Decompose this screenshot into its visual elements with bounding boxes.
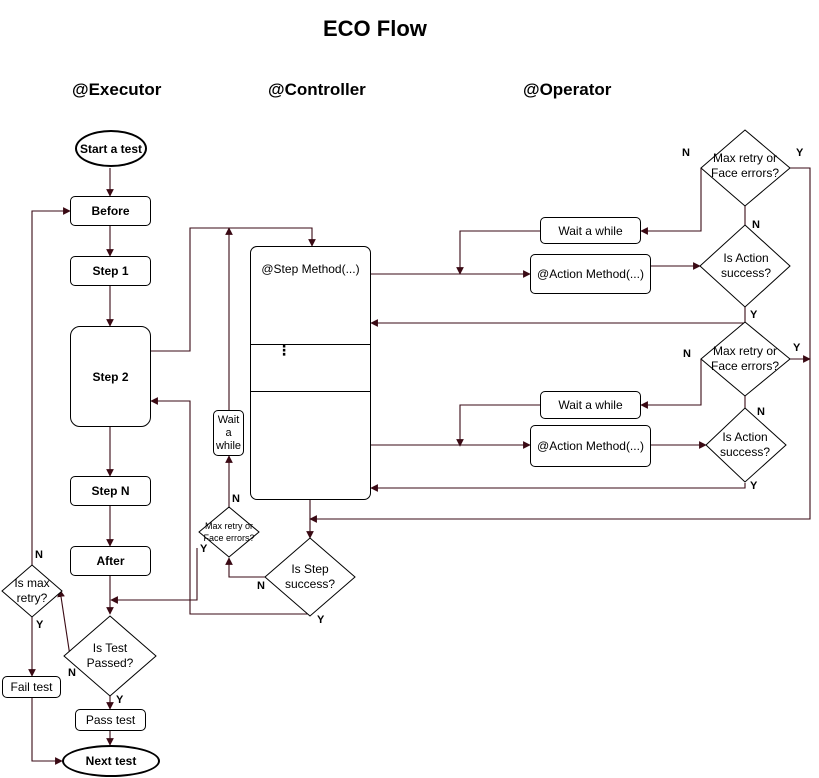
label-y: Y bbox=[317, 614, 325, 626]
edge-maxretry-controller-top bbox=[309, 167, 811, 523]
edge-maxretry-wait-bottom bbox=[640, 359, 702, 409]
action-method-bottom-node: @Action Method(...) bbox=[530, 425, 651, 467]
label-n: N bbox=[232, 493, 240, 505]
pass-test-node: Pass test bbox=[75, 709, 146, 731]
step-method-box: @Step Method(...) bbox=[250, 246, 371, 500]
edge-wait-action-bottom bbox=[456, 404, 540, 447]
edge-ismaxretry-before bbox=[31, 207, 71, 565]
step-divider-bottom bbox=[251, 391, 370, 392]
label-y: Y bbox=[793, 342, 801, 354]
after-node: After bbox=[70, 546, 151, 576]
label-n: N bbox=[757, 406, 765, 418]
is-max-retry-label: Is max retry? bbox=[14, 576, 50, 605]
label-y: Y bbox=[36, 619, 44, 631]
max-retry-bottom-diamond bbox=[700, 321, 791, 397]
is-action-success-bottom-diamond bbox=[705, 407, 787, 483]
edge-testpassed-ismaxretry bbox=[57, 589, 71, 657]
next-test-node: Next test bbox=[62, 745, 160, 777]
fail-test-node: Fail test bbox=[2, 676, 61, 698]
before-node: Before bbox=[70, 196, 151, 226]
max-retry-top-label: Max retry or Face errors? bbox=[710, 151, 780, 180]
lane-operator: @Operator bbox=[523, 80, 612, 99]
is-step-success-label: Is Step success? bbox=[284, 562, 336, 591]
lane-executor: @Executor bbox=[72, 80, 162, 99]
step-divider-top bbox=[251, 344, 370, 345]
lane-controller: @Controller bbox=[268, 80, 366, 99]
wait-bottom-node: Wait a while bbox=[540, 391, 641, 419]
label-y: Y bbox=[750, 480, 758, 492]
max-retry-controller-diamond bbox=[198, 506, 260, 558]
edge-wait-action-top bbox=[456, 230, 540, 275]
action-method-top-node: @Action Method(...) bbox=[530, 254, 651, 294]
label-y: Y bbox=[116, 694, 124, 706]
is-max-retry-diamond bbox=[1, 564, 63, 618]
max-retry-bottom-label: Max retry or Face errors? bbox=[710, 344, 780, 373]
max-retry-controller-label: Max retry or Face errors? bbox=[203, 521, 255, 543]
edge-stepsuccess-step2 bbox=[150, 397, 310, 615]
label-n: N bbox=[68, 667, 76, 679]
is-action-success-top-diamond bbox=[699, 224, 791, 308]
start-test-node: Start a test bbox=[75, 130, 147, 167]
is-test-passed-label: Is Test Passed? bbox=[86, 641, 134, 670]
edge-step2-stepmethod bbox=[150, 227, 316, 352]
label-n: N bbox=[682, 147, 690, 159]
step1-node: Step 1 bbox=[70, 256, 151, 286]
label-y: Y bbox=[796, 147, 804, 159]
edge-isaction-stepmethod-bottom bbox=[370, 483, 746, 492]
is-action-success-bottom-label: Is Action success? bbox=[719, 430, 771, 459]
step2-node: Step 2 bbox=[70, 326, 151, 427]
ellipsis-dots: ⋮ bbox=[277, 342, 291, 358]
edge-isaction-stepmethod-top bbox=[370, 305, 746, 327]
label-n: N bbox=[257, 580, 265, 592]
label-n: N bbox=[35, 549, 43, 561]
wait-top-node: Wait a while bbox=[540, 217, 641, 244]
is-action-success-top-label: Is Action success? bbox=[720, 251, 772, 280]
is-step-success-diamond bbox=[264, 537, 356, 617]
step-method-label: @Step Method(...) bbox=[261, 262, 360, 276]
is-test-passed-diamond bbox=[63, 615, 157, 697]
label-y: Y bbox=[750, 309, 758, 321]
edge-maxretry-executor bbox=[110, 548, 198, 604]
wait-controller-node: Wait a while bbox=[213, 410, 244, 456]
diagram-title: ECO Flow bbox=[323, 16, 427, 41]
max-retry-top-diamond bbox=[700, 129, 791, 207]
edge-maxretry-wait-top bbox=[640, 168, 702, 235]
stepn-node: Step N bbox=[70, 476, 151, 506]
edge-stepsuccess-maxretry bbox=[225, 557, 268, 578]
edge-failtest-next bbox=[31, 698, 63, 765]
label-n: N bbox=[683, 348, 691, 360]
label-n: N bbox=[752, 219, 760, 231]
label-y: Y bbox=[200, 543, 208, 555]
